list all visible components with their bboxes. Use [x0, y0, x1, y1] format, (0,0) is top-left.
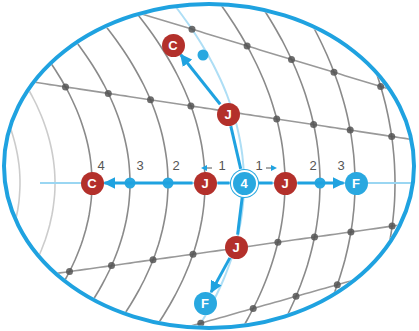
piece-circle: J	[217, 103, 240, 126]
board-border	[4, 4, 414, 328]
grid-dot	[189, 26, 196, 33]
piece-letter: F	[352, 177, 360, 190]
move-path	[105, 182, 193, 185]
path-dots	[125, 50, 326, 189]
grid-dot	[334, 281, 341, 288]
grid-dot	[150, 256, 157, 263]
grid-dot	[187, 102, 194, 109]
grid-dot	[389, 223, 396, 230]
piece-letter: J	[281, 177, 288, 190]
grid-dot	[288, 56, 295, 63]
grid-row	[0, 75, 419, 142]
piece-letter: J	[201, 177, 208, 190]
grid-dot	[377, 83, 384, 90]
grid-column	[210, 0, 285, 331]
grid-row	[0, 259, 419, 331]
move-path	[259, 182, 273, 185]
grid-dot	[66, 268, 73, 275]
grid-row	[0, 221, 419, 283]
grid-dot	[310, 121, 317, 128]
move-path	[181, 55, 220, 104]
grid-dot	[355, 25, 362, 32]
grid-dot	[417, 95, 419, 102]
step-arrow	[266, 168, 274, 169]
grid-dot	[331, 69, 338, 76]
grid-dot	[402, 46, 409, 53]
piece-letter: C	[168, 39, 177, 52]
grid-dot	[293, 293, 300, 300]
grid-column	[74, 0, 168, 331]
piece-circle: F	[194, 292, 217, 315]
piece-circle: C	[81, 172, 104, 195]
step-arrow	[204, 168, 212, 169]
piece-circle: 4	[231, 170, 258, 197]
grid-dot	[347, 127, 354, 134]
grid-dot	[406, 302, 413, 309]
piece-circle: F	[345, 172, 368, 195]
grid-dot	[244, 42, 251, 49]
grid-dot	[274, 239, 281, 246]
grid-column	[338, 0, 395, 331]
move-path	[238, 197, 243, 234]
grid-column	[29, 0, 130, 331]
piece-letter: J	[224, 108, 231, 121]
path-dot	[198, 50, 209, 61]
grid-dot	[388, 133, 395, 140]
grid-dot	[190, 251, 197, 258]
grid-dot	[105, 90, 112, 97]
step-number: 1	[217, 159, 226, 172]
grid-column	[0, 0, 55, 331]
move-path	[218, 182, 230, 185]
grid-dot	[361, 321, 368, 328]
grid-dot	[250, 305, 257, 312]
piece-circle: J	[194, 172, 217, 195]
grid-dot	[20, 77, 27, 84]
grid-column	[162, 0, 244, 331]
piece-letter: 4	[240, 177, 247, 190]
grid-dot	[311, 234, 318, 241]
grid-dot	[379, 268, 386, 275]
piece-letter: C	[87, 177, 96, 190]
grid-dot	[273, 116, 280, 123]
step-number: 2	[171, 159, 180, 172]
grid-column	[291, 0, 355, 331]
piece-letter: F	[201, 297, 209, 310]
grid-dot	[295, 0, 302, 4]
grid-dot	[197, 320, 204, 327]
grid-dot	[347, 228, 354, 235]
grid-dot	[418, 258, 419, 265]
move-path	[231, 126, 241, 169]
move-path	[298, 182, 344, 185]
piece-letter: J	[232, 241, 239, 254]
step-number: 3	[336, 159, 345, 172]
grid-dot	[108, 262, 115, 269]
step-number: 3	[135, 159, 144, 172]
grid-column	[117, 0, 205, 331]
piece-circle: J	[225, 236, 248, 259]
grid-dot	[25, 274, 32, 281]
grid-dot	[147, 96, 154, 103]
step-number: 1	[254, 159, 263, 172]
step-number: 2	[308, 159, 317, 172]
move-path	[211, 258, 230, 292]
grid-dot	[62, 83, 69, 90]
grid-column	[0, 0, 92, 331]
piece-circle: J	[274, 172, 297, 195]
step-number: 4	[96, 159, 105, 172]
piece-circle: C	[162, 34, 185, 57]
